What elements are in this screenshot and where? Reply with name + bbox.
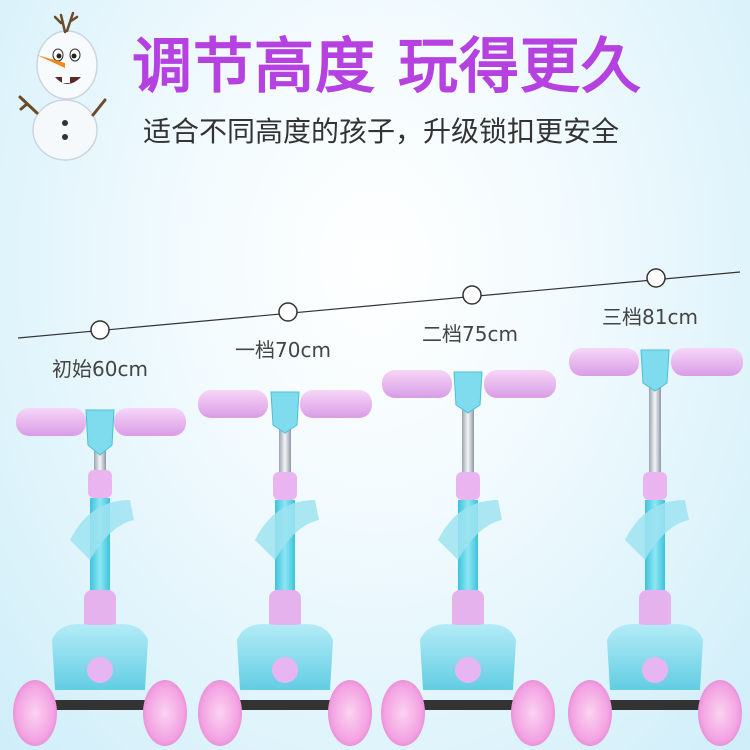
scooter-level-2 [381,370,556,746]
height-marker-4 [646,268,666,288]
snowman-mascot-image [18,11,107,161]
height-reference-line [17,271,741,339]
page-subtitle: 适合不同高度的孩子，升级锁扣更安全 [143,115,620,148]
scooter-level-1 [198,390,372,746]
height-marker-1 [90,320,110,340]
height-label-level-1: 一档70cm [235,338,331,362]
scooter-initial [13,408,187,746]
height-marker-2 [278,302,298,322]
height-marker-3 [462,285,482,305]
page-title: 调节高度 玩得更久 [132,32,642,102]
height-label-initial: 初始60cm [52,357,148,381]
scooter-level-3 [568,348,743,746]
height-label-level-3: 三档81cm [602,305,698,329]
height-label-level-2: 二档75cm [422,322,518,346]
